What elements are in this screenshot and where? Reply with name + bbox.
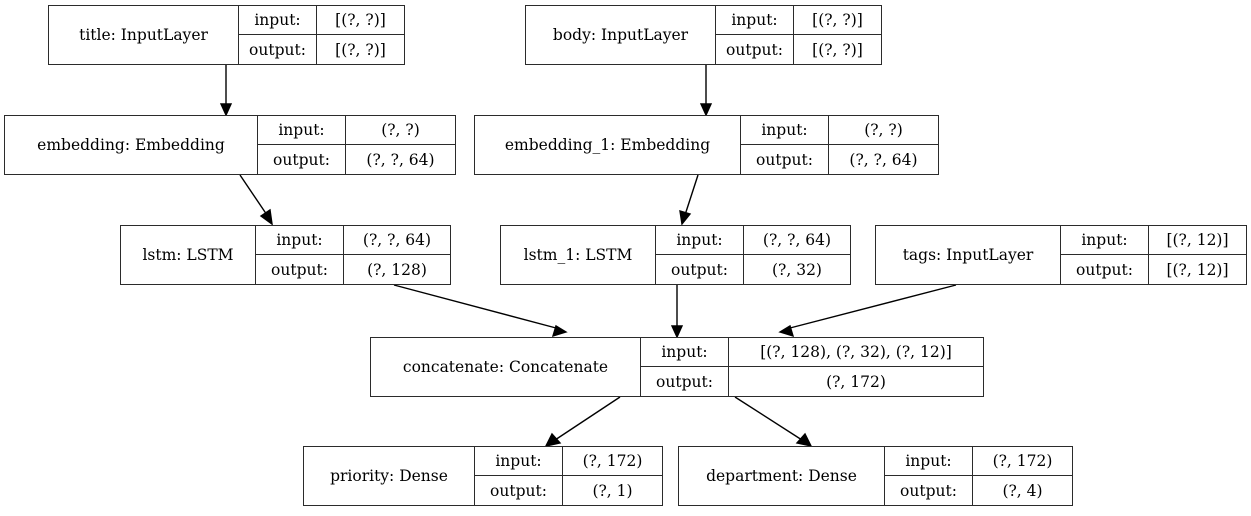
layer-node-title-body: body: InputLayer bbox=[526, 6, 716, 64]
layer-node-title-concatenate: concatenate: Concatenate bbox=[371, 338, 641, 396]
layer-node-input-row-department: input: (?, 172) bbox=[885, 447, 1072, 476]
layer-node-output-label-priority: output: bbox=[475, 476, 563, 505]
layer-node-io-body: input: [(?, ?)] output: [(?, ?)] bbox=[716, 6, 881, 64]
layer-node-input-label-title: input: bbox=[239, 6, 317, 34]
layer-node-output-label-lstm_1: output: bbox=[656, 255, 744, 284]
layer-node-output-row-lstm_1: output: (?, 32) bbox=[656, 255, 850, 284]
layer-node-input-shape-tags: [(?, 12)] bbox=[1166, 231, 1229, 249]
layer-node-output-label-lstm: output: bbox=[256, 255, 344, 284]
layer-node-io-department: input: (?, 172) output: (?, 4) bbox=[885, 447, 1072, 505]
graph-edge-title-to-embedding bbox=[219, 65, 233, 117]
layer-node-title-embedding_1: embedding_1: Embedding bbox=[475, 116, 741, 174]
layer-node-io-embedding_1: input: (?, ?) output: (?, ?, 64) bbox=[741, 116, 938, 174]
layer-node-output-shape-embedding_1: (?, ?, 64) bbox=[849, 150, 918, 169]
layer-node-input-label-lstm_1: input: bbox=[656, 226, 744, 254]
layer-node-output-shape-department: (?, 4) bbox=[1002, 481, 1043, 500]
layer-node-title-embedding: embedding: Embedding bbox=[5, 116, 258, 174]
layer-node-input-label-tags: input: bbox=[1061, 226, 1149, 254]
layer-node-output-row-priority: output: (?, 1) bbox=[475, 476, 662, 505]
layer-node-output-label-tags: output: bbox=[1061, 255, 1149, 284]
layer-node-title-title: title: InputLayer bbox=[49, 6, 239, 64]
layer-node-input-row-embedding: input: (?, ?) bbox=[258, 116, 455, 145]
layer-node-output-label-title: output: bbox=[239, 35, 317, 64]
graph-edge-concatenate-to-department bbox=[734, 396, 813, 447]
layer-node-input-row-lstm: input: (?, ?, 64) bbox=[256, 226, 450, 255]
layer-node-input-shape-priority: (?, 172) bbox=[582, 452, 643, 470]
graph-edge-lstm_1-to-concatenate bbox=[670, 285, 684, 339]
layer-node-output-row-body: output: [(?, ?)] bbox=[716, 35, 881, 64]
layer-node-output-shape-concatenate: (?, 172) bbox=[826, 372, 886, 391]
layer-node-input-shape-embedding: (?, ?) bbox=[381, 121, 420, 139]
layer-node-input-row-lstm_1: input: (?, ?, 64) bbox=[656, 226, 850, 255]
graph-edge-lstm-to-concatenate bbox=[393, 284, 568, 338]
graph-edge-concatenate-to-priority bbox=[544, 396, 621, 447]
layer-node-output-row-department: output: (?, 4) bbox=[885, 476, 1072, 505]
layer-node-input-row-concatenate: input: [(?, 128), (?, 32), (?, 12)] bbox=[641, 338, 983, 367]
graph-edge-embedding-to-lstm bbox=[239, 174, 273, 226]
layer-node-input-shape-title: [(?, ?)] bbox=[335, 11, 386, 29]
layer-node-output-shape-tags: [(?, 12)] bbox=[1166, 260, 1229, 279]
layer-node-io-concatenate: input: [(?, 128), (?, 32), (?, 12)] output… bbox=[641, 338, 983, 396]
layer-node-output-shape-body: [(?, ?)] bbox=[812, 40, 863, 59]
layer-node-input-shape-department: (?, 172) bbox=[992, 452, 1053, 470]
layer-node-output-label-body: output: bbox=[716, 35, 794, 64]
layer-node-output-row-embedding: output: (?, ?, 64) bbox=[258, 145, 455, 174]
layer-node-input-row-priority: input: (?, 172) bbox=[475, 447, 662, 476]
layer-node-output-label-department: output: bbox=[885, 476, 973, 505]
layer-node-input-shape-lstm_1: (?, ?, 64) bbox=[762, 231, 832, 249]
layer-node-input-row-title: input: [(?, ?)] bbox=[239, 6, 404, 35]
layer-node-output-shape-lstm_1: (?, 32) bbox=[772, 260, 822, 279]
layer-node-io-title: input: [(?, ?)] output: [(?, ?)] bbox=[239, 6, 404, 64]
layer-node-output-shape-embedding: (?, ?, 64) bbox=[366, 150, 435, 169]
graph-edge-embedding_1-to-lstm_1 bbox=[679, 174, 699, 226]
layer-node-title-priority: priority: Dense bbox=[304, 447, 475, 505]
layer-node-output-row-lstm: output: (?, 128) bbox=[256, 255, 450, 284]
layer-node-output-row-embedding_1: output: (?, ?, 64) bbox=[741, 145, 938, 174]
layer-node-input-row-tags: input: [(?, 12)] bbox=[1061, 226, 1246, 255]
layer-node-output-shape-lstm: (?, 128) bbox=[367, 260, 427, 279]
layer-node-title-tags: tags: InputLayer bbox=[876, 226, 1061, 284]
layer-node-input-shape-lstm: (?, ?, 64) bbox=[362, 231, 432, 249]
graph-edge-tags-to-concatenate bbox=[778, 284, 957, 338]
layer-node-output-row-concatenate: output: (?, 172) bbox=[641, 367, 983, 396]
layer-node-input-shape-body: [(?, ?)] bbox=[812, 11, 863, 29]
layer-node-input-label-body: input: bbox=[716, 6, 794, 34]
layer-node-io-tags: input: [(?, 12)] output: [(?, 12)] bbox=[1061, 226, 1246, 284]
layer-node-title-department: department: Dense bbox=[679, 447, 885, 505]
layer-node-output-label-concatenate: output: bbox=[641, 367, 729, 396]
layer-node-input-label-embedding: input: bbox=[258, 116, 346, 144]
layer-node-input-label-priority: input: bbox=[475, 447, 563, 475]
layer-node-io-priority: input: (?, 172) output: (?, 1) bbox=[475, 447, 662, 505]
layer-node-output-label-embedding_1: output: bbox=[741, 145, 829, 174]
layer-node-input-label-department: input: bbox=[885, 447, 973, 475]
layer-node-io-lstm: input: (?, ?, 64) output: (?, 128) bbox=[256, 226, 450, 284]
layer-node-io-embedding: input: (?, ?) output: (?, ?, 64) bbox=[258, 116, 455, 174]
layer-node-output-label-embedding: output: bbox=[258, 145, 346, 174]
layer-node-input-label-lstm: input: bbox=[256, 226, 344, 254]
layer-node-input-shape-concatenate: [(?, 128), (?, 32), (?, 12)] bbox=[760, 343, 952, 361]
layer-node-input-label-concatenate: input: bbox=[641, 338, 729, 366]
layer-node-title-lstm: lstm: LSTM bbox=[121, 226, 256, 284]
layer-node-output-shape-title: [(?, ?)] bbox=[335, 40, 386, 59]
layer-node-input-row-embedding_1: input: (?, ?) bbox=[741, 116, 938, 145]
graph-edge-body-to-embedding_1 bbox=[699, 65, 713, 117]
layer-node-output-row-title: output: [(?, ?)] bbox=[239, 35, 404, 64]
layer-node-output-shape-priority: (?, 1) bbox=[592, 481, 633, 500]
layer-node-output-row-tags: output: [(?, 12)] bbox=[1061, 255, 1246, 284]
layer-node-input-row-body: input: [(?, ?)] bbox=[716, 6, 881, 35]
layer-node-input-shape-embedding_1: (?, ?) bbox=[864, 121, 903, 139]
layer-node-io-lstm_1: input: (?, ?, 64) output: (?, 32) bbox=[656, 226, 850, 284]
layer-node-input-label-embedding_1: input: bbox=[741, 116, 829, 144]
layer-node-title-lstm_1: lstm_1: LSTM bbox=[501, 226, 656, 284]
